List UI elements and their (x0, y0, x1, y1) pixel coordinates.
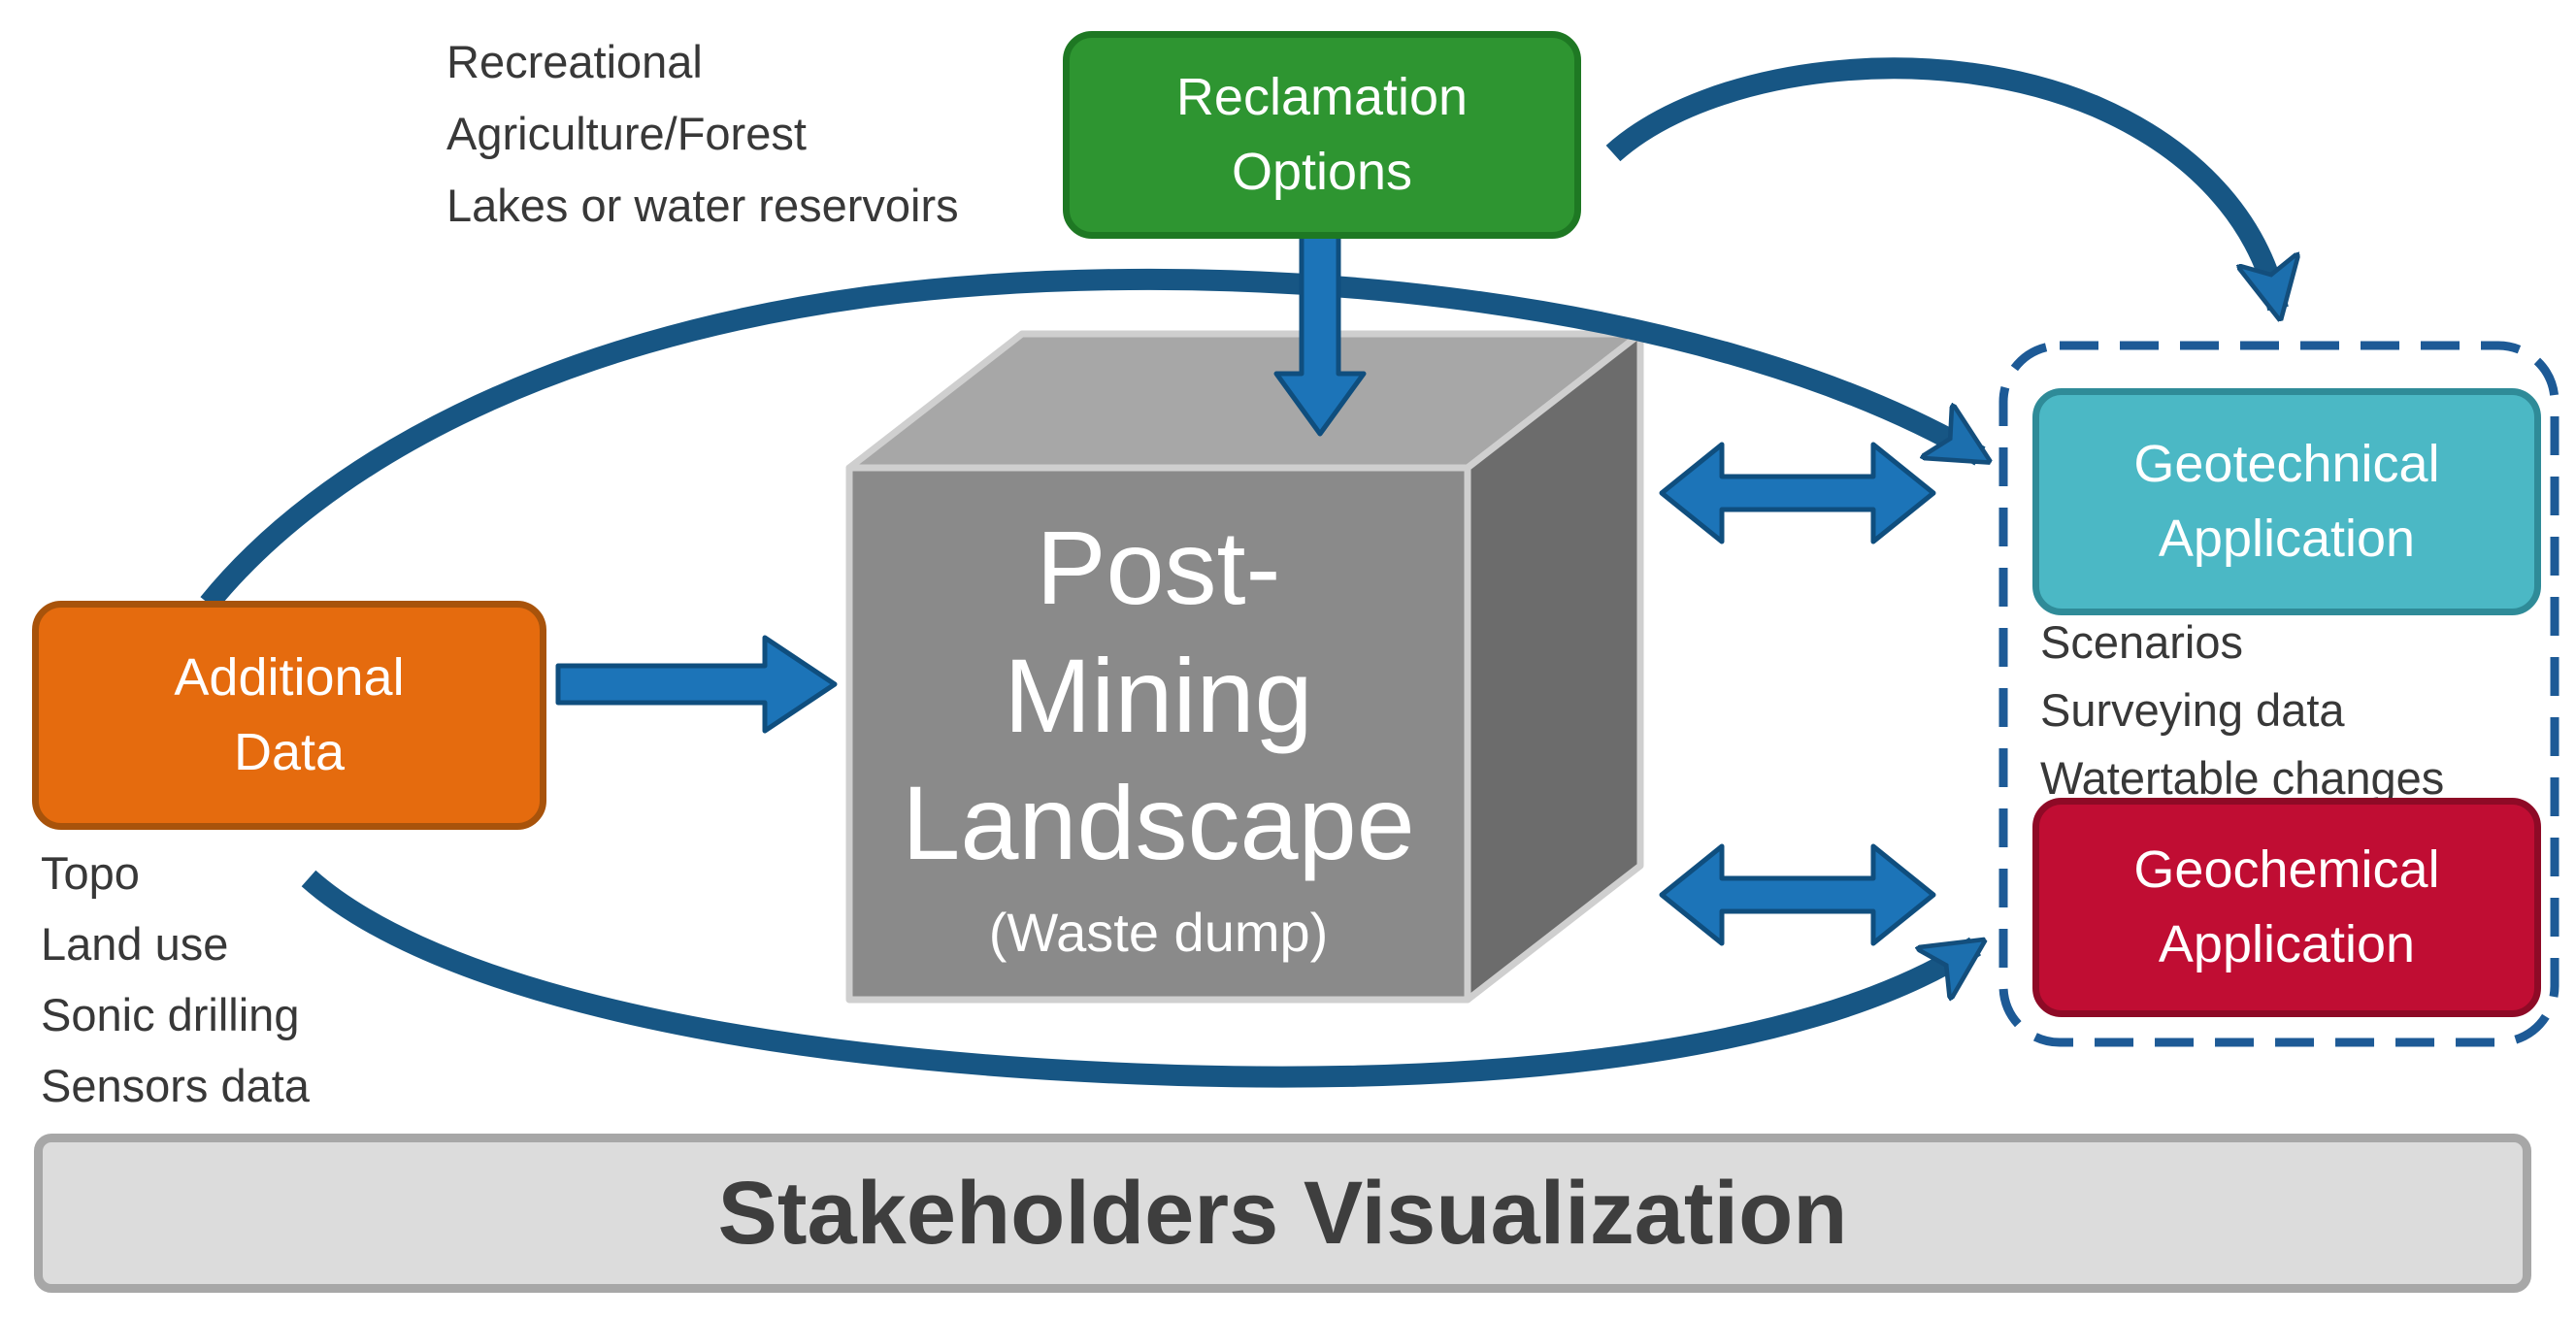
applications-dashed-box (1998, 341, 2559, 1047)
reclamation-options-line2: Options (1231, 143, 1413, 201)
reclamation-options-box: Reclamation Options (1063, 31, 1581, 239)
list-item-watertable-changes: Watertable changes (2040, 752, 2445, 804)
list-item-agriculture-forest: Agriculture/Forest (446, 108, 807, 159)
list-item-recreational: Recreational (446, 36, 703, 87)
list-item-scenarios: Scenarios (2040, 616, 2243, 668)
geotechnical-line2: Application (2158, 510, 2416, 568)
stakeholders-visualization-title: Stakeholders Visualization (717, 1163, 1848, 1263)
cube-label: Post- Mining Landscape (Waste dump) (849, 468, 1468, 1000)
stakeholders-visualization-bar: Stakeholders Visualization (34, 1134, 2531, 1293)
cube-label-subtitle: (Waste dump) (988, 902, 1329, 964)
geochemical-line2: Application (2158, 915, 2416, 973)
list-item-sonic-drilling: Sonic drilling (41, 989, 300, 1040)
list-item-land-use: Land use (41, 918, 229, 970)
arrow-additional-to-cube (555, 635, 838, 734)
double-arrow-cube-geochemical (1659, 843, 1936, 946)
additional-data-line1: Additional (174, 648, 405, 708)
list-item-surveying-data: Surveying data (2040, 684, 2345, 736)
post-mining-landscape-cube (845, 330, 1644, 1004)
additional-data-line2: Data (233, 723, 346, 781)
additional-data-box: Additional Data (32, 601, 546, 830)
geotechnical-line1: Geotechnical (2133, 435, 2440, 494)
geochemical-line1: Geochemical (2133, 840, 2440, 900)
arrow-reclamation-to-cube (1273, 230, 1367, 437)
curved-arrow-left-to-geochemical (301, 870, 1975, 1088)
list-item-sensors-data: Sensors data (41, 1060, 310, 1111)
cube-label-line1: Post- (1036, 508, 1281, 626)
cube-label-line3: Landscape (902, 764, 1415, 882)
list-item-lakes-reservoirs: Lakes or water reservoirs (446, 180, 959, 231)
cube-label-line2: Mining (1004, 636, 1313, 754)
curved-arrow-reclamation-to-applications (1605, 57, 2278, 309)
geotechnical-application-box: Geotechnical Application (2032, 388, 2541, 615)
curved-arrow-left-to-geotechnical (200, 268, 1980, 610)
reclamation-options-line1: Reclamation (1175, 68, 1469, 127)
geochemical-application-box: Geochemical Application (2032, 798, 2541, 1017)
list-item-topo: Topo (41, 847, 140, 899)
double-arrow-cube-geotechnical (1659, 442, 1936, 544)
cube-front-face (845, 464, 1471, 1004)
